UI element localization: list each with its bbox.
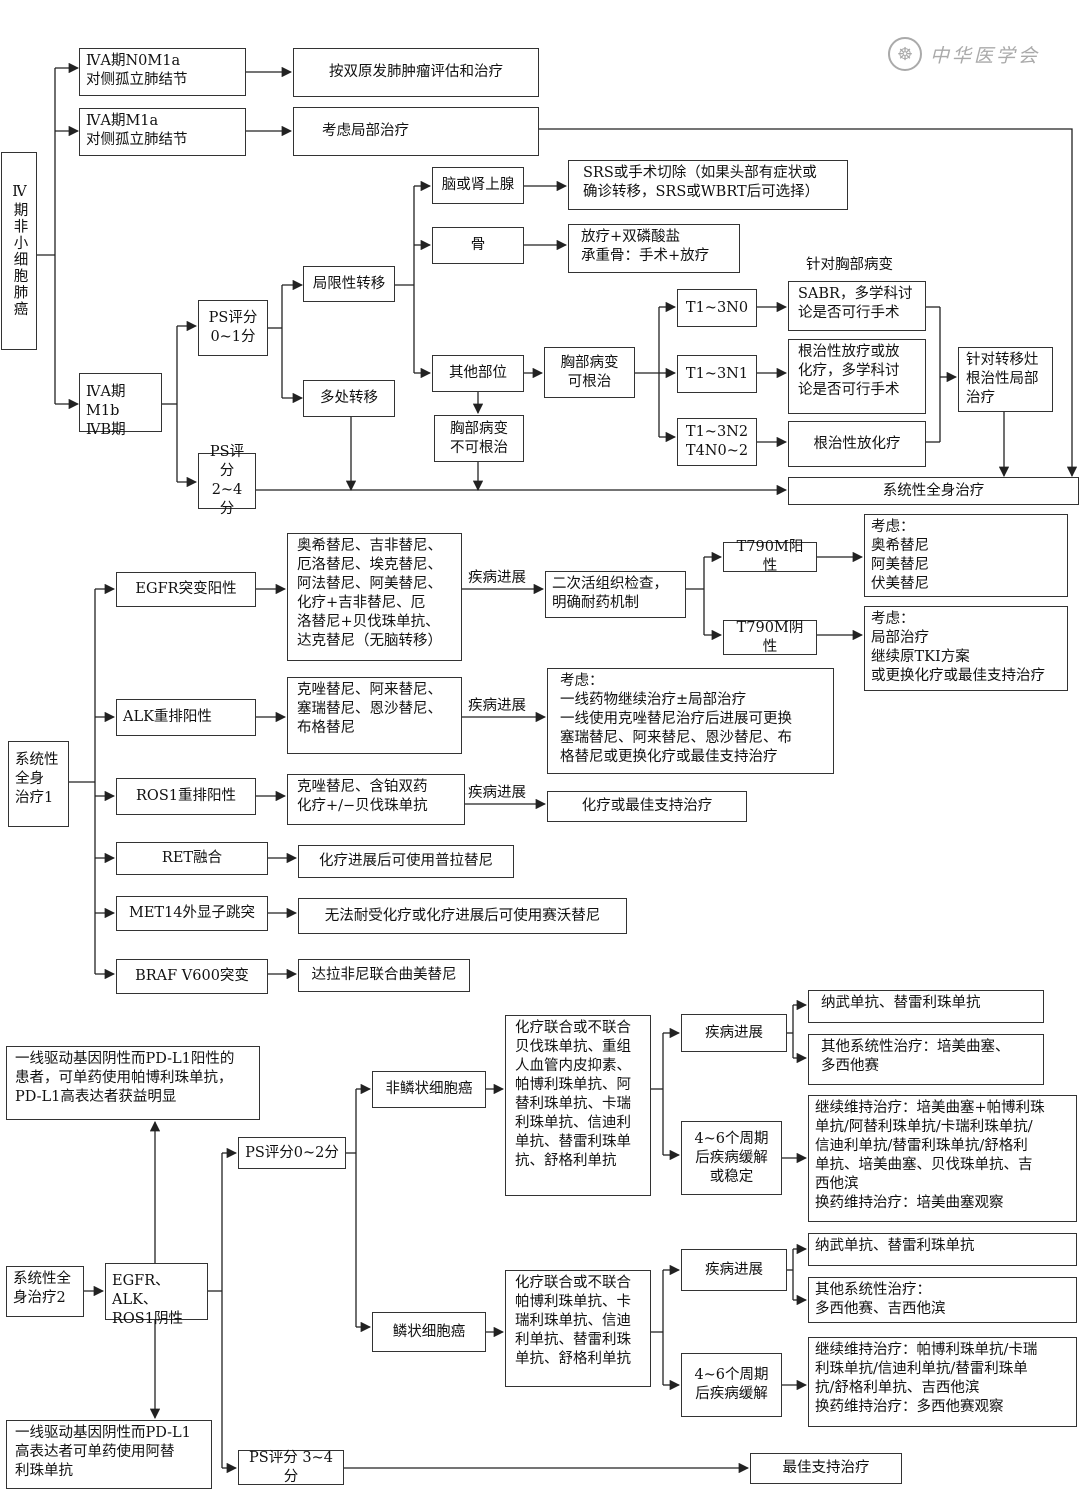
node-local-therapy: 考虑局部治疗	[293, 107, 539, 156]
node-stage4a-m1b: ⅣA期M1b ⅣB期	[79, 373, 162, 438]
node-bone: 骨	[432, 227, 524, 264]
root-systemic-2: 系统性全 身治疗2	[6, 1266, 84, 1317]
node-nsq-progression: 疾病进展	[681, 1014, 787, 1052]
node-nsq-other-systemic: 其他系统性治疗：培美曲塞、 多西他赛	[808, 1034, 1044, 1085]
node-chest-curable: 胸部病变 可根治	[544, 347, 635, 398]
node-non-squamous: 非鳞状细胞癌	[372, 1071, 486, 1108]
node-sq-remission: 4~6个周期 后疾病缓解	[681, 1353, 782, 1417]
node-pdl1-pembrolizumab: 一线驱动基因阴性而PD-L1阳性的 患者，可单药使用帕博利珠单抗， PD-L1高…	[6, 1046, 260, 1120]
node-nsq-regimen: 化疗联合或不联合 贝伐珠单抗、重组 人血管内皮抑素、 帕博利珠单抗、阿 替利珠单…	[505, 1015, 651, 1196]
root-stage4-nsclc: Ⅳ期非小细胞肺癌	[1, 152, 37, 350]
node-t1-3n1: T1~3N1	[677, 355, 757, 393]
node-ps-0-2: PS评分0~2分	[238, 1137, 346, 1169]
node-sq-regimen: 化疗联合或不联合 帕博利珠单抗、卡 瑞利珠单抗、信迪 利单抗、替雷利珠 单抗、舒…	[505, 1270, 651, 1387]
node-t790m-negative-tx: 考虑： 局部治疗 继续原TKI方案 或更换化疗或最佳支持治疗	[864, 606, 1068, 691]
node-nsq-nivo-tisle: 纳武单抗、替雷利珠单抗	[808, 990, 1044, 1023]
node-ros1-drugs: 克唑替尼、含铂双药 化疗+/−贝伐珠单抗	[287, 774, 465, 825]
node-other-sites: 其他部位	[432, 355, 524, 392]
node-t1-3n2-t4n0-2: T1~3N2 T4N0~2	[677, 418, 757, 466]
node-ps-3-4: PS评分 3~4分	[238, 1450, 344, 1485]
node-dual-primary: 按双原发肺肿瘤评估和治疗	[293, 48, 539, 97]
node-t790m-negative: T790M阴性	[723, 620, 817, 655]
node-radical-crt: 根治性放化疗	[788, 421, 926, 467]
node-ret-treatment: 化疗进展后可使用普拉替尼	[298, 845, 514, 878]
label-progression-ros1: 疾病进展	[468, 785, 526, 801]
node-stage4a-m1a: ⅣA期M1a 对侧孤立肺结节	[79, 108, 246, 156]
node-alk-drugs: 克唑替尼、阿来替尼、 塞瑞替尼、恩沙替尼、 布格替尼	[287, 677, 462, 754]
node-sabr: SABR，多学科讨 论是否可行手术	[788, 281, 926, 331]
node-ps-2-4: PS评分 2~4分	[198, 444, 256, 517]
node-squamous: 鳞状细胞癌	[372, 1312, 486, 1352]
node-multiple-mets: 多处转移	[303, 380, 395, 417]
node-pdl1-atezolizumab: 一线驱动基因阴性而PD-L1 高表达者可单药使用阿替 利珠单抗	[6, 1420, 212, 1489]
node-nsq-maintenance: 继续维持治疗：培美曲塞+帕博利珠 单抗/阿替利珠单抗/卡瑞利珠单抗/ 信迪利单抗…	[808, 1095, 1077, 1222]
node-t790m-positive: T790M阳性	[723, 539, 817, 574]
node-radical-rt-or-crt: 根治性放疗或放 化疗，多学科讨 论是否可行手术	[788, 339, 926, 414]
label-progression-egfr: 疾病进展	[468, 570, 526, 586]
node-alk-treatment: 考虑： 一线药物继续治疗±局部治疗 一线使用克唑替尼治疗后进展可更换 塞瑞替尼、…	[547, 668, 834, 774]
node-ros1-treatment: 化疗或最佳支持治疗	[547, 791, 747, 822]
watermark: ☸ 中华医学会	[888, 35, 1048, 73]
node-sq-progression: 疾病进展	[681, 1249, 787, 1291]
label-chest-lesion: 针对胸部病变	[806, 257, 893, 273]
node-driver-negative: EGFR、ALK、 ROS1阴性	[105, 1263, 208, 1327]
node-met14: MET14外显子跳突	[116, 896, 268, 931]
node-alk-positive: ALK重排阳性	[116, 699, 256, 736]
node-limited-mets: 局限性转移	[303, 266, 395, 302]
node-best-supportive-care: 最佳支持治疗	[750, 1453, 902, 1484]
node-ros1-positive: ROS1重排阳性	[116, 778, 256, 815]
society-seal-icon: ☸	[888, 37, 922, 71]
node-stage4a-n0m1a: ⅣA期N0M1a 对侧孤立肺结节	[79, 48, 246, 96]
node-met14-treatment: 无法耐受化疗或化疗进展后可使用赛沃替尼	[298, 898, 627, 934]
node-mets-radical-local: 针对转移灶 根治性局部 治疗	[958, 347, 1053, 412]
root-systemic-1: 系统性 全身 治疗1	[8, 741, 69, 827]
node-brain-adrenal: 脑或肾上腺	[432, 167, 524, 204]
label-progression-alk: 疾病进展	[468, 698, 526, 714]
node-rebiopsy: 二次活组织检查， 明确耐药机制	[545, 571, 686, 618]
node-braf-v600: BRAF V600突变	[116, 959, 268, 994]
node-nsq-stable: 4~6个周期 后疾病缓解 或稳定	[681, 1121, 782, 1195]
node-sq-other-systemic: 其他系统性治疗： 多西他赛、吉西他滨	[808, 1277, 1077, 1323]
node-egfr-positive: EGFR突变阳性	[116, 572, 256, 607]
node-braf-treatment: 达拉非尼联合曲美替尼	[298, 959, 470, 992]
node-t1-3n0: T1~3N0	[677, 289, 757, 327]
node-ps-0-1: PS评分 0~1分	[198, 300, 268, 356]
node-sq-nivo-tisle: 纳武单抗、替雷利珠单抗	[808, 1233, 1077, 1266]
node-ret-fusion: RET融合	[116, 842, 268, 875]
node-brain-treatment: SRS或手术切除（如果头部有症状或 确诊转移，SRS或WBRT后可选择）	[568, 160, 848, 210]
node-egfr-drugs: 奥希替尼、吉非替尼、 厄洛替尼、埃克替尼、 阿法替尼、阿美替尼、 化疗+吉非替尼…	[287, 533, 462, 661]
node-bone-treatment: 放疗+双磷酸盐 承重骨：手术+放疗	[568, 224, 740, 273]
node-chest-incurable: 胸部病变 不可根治	[434, 415, 524, 462]
watermark-text: 中华医学会	[930, 44, 1041, 67]
node-t790m-positive-tx: 考虑： 奥希替尼 阿美替尼 伏美替尼	[864, 514, 1068, 597]
node-systemic-therapy: 系统性全身治疗	[788, 477, 1079, 505]
node-sq-maintenance: 继续维持治疗：帕博利珠单抗/卡瑞 利珠单抗/信迪利单抗/替雷利珠单 抗/舒格利单…	[808, 1337, 1077, 1427]
